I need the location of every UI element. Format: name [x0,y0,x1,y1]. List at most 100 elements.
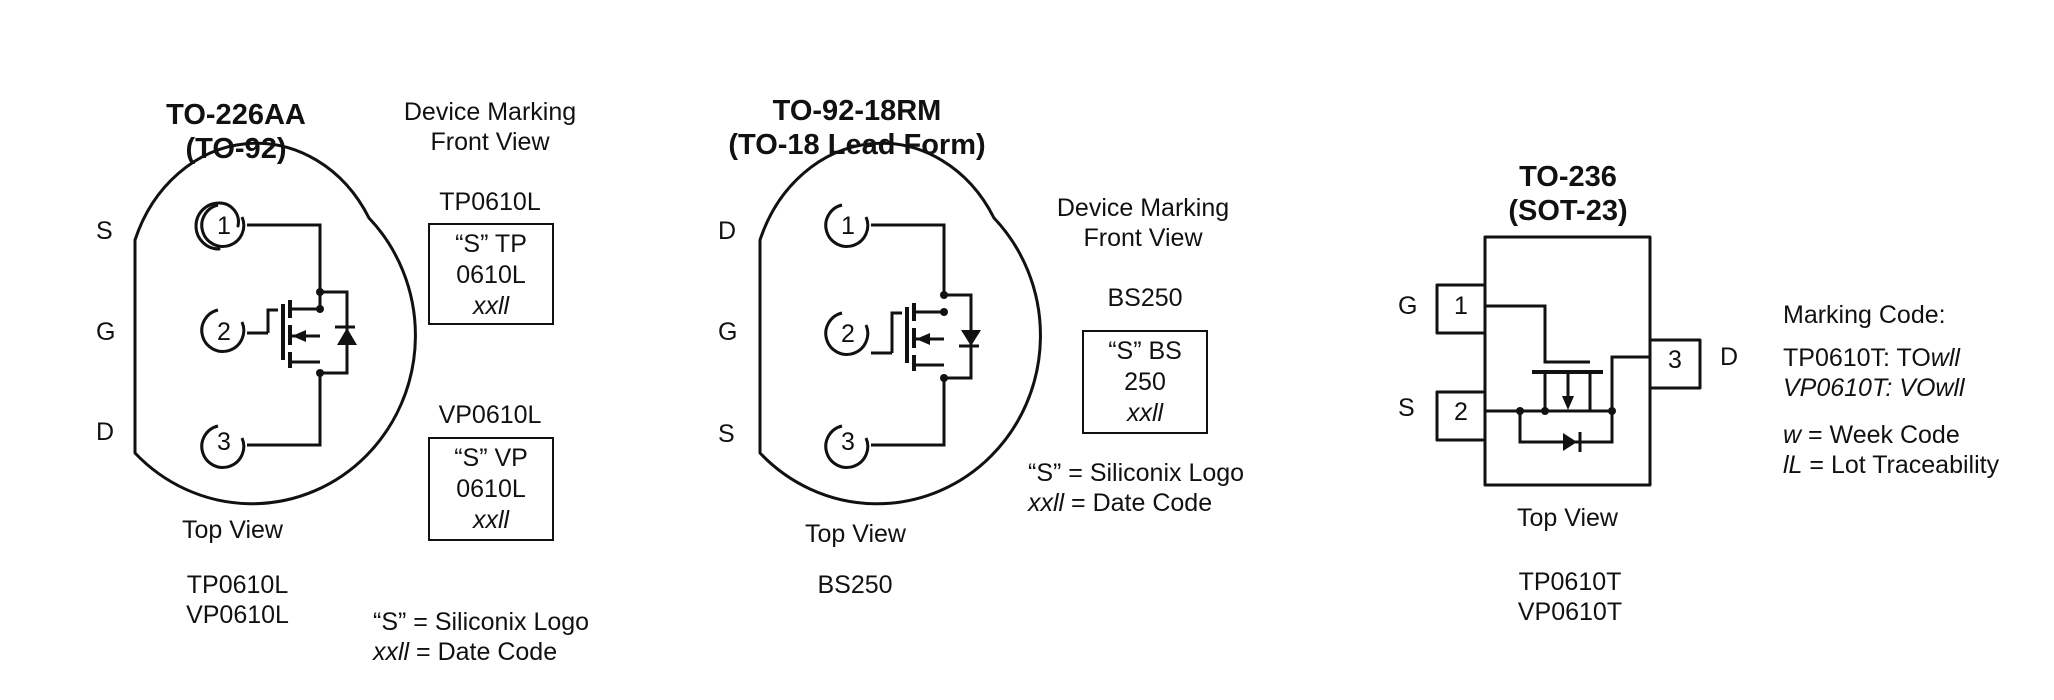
marking2-box-title: BS250 [1107,284,1183,312]
marking2-heading-line1: Device Marking [1056,194,1230,222]
to226-pin3-marker [200,424,246,469]
to226-view-label: Top View [182,516,283,544]
to226-channel-arrow [292,330,306,342]
marking2-legend-date: xxll = Date Code [1028,488,1212,518]
to92-title-line2: (TO-18 Lead Form) [728,129,986,161]
to226-pin1-number: 1 [217,212,231,240]
sot23-channel-arrow [1562,396,1574,410]
marking1-heading: Device Marking Front View [395,97,585,157]
marking1-box1-line2: 0610L [456,261,526,289]
to92-title-line1: TO-92-18RM [772,95,942,127]
to92-pin1-name: D [718,217,737,245]
to226-mosfet-fills [292,288,357,377]
marking2-heading-line2: Front View [1083,224,1203,252]
to226-title: TO-226AA (TO-92) [150,98,322,166]
sot23-title-line1: TO-236 [1519,161,1617,193]
marking1-box2-line3: xxll [472,506,510,534]
to92-pin1-marker [824,203,870,248]
marking3-week-legend: w = Week Code [1783,420,1960,450]
to92-package-outline [758,141,1042,506]
marking3-line1-prefix: TP0610T: TO [1783,344,1931,372]
marking1-box1-title: TP0610L [439,188,541,216]
to226-pin2-marker [200,308,246,353]
to92-channel-arrow [916,333,930,345]
marking1-heading-line2: Front View [430,128,550,156]
sot23-title-line2: (SOT-23) [1508,195,1628,227]
marking2-legend-date-text: = Date Code [1064,489,1213,517]
sot23-pin3-pad [1648,338,1702,390]
sot23-part-1: TP0610T [1518,568,1622,596]
marking3-week-text: = Week Code [1801,421,1960,449]
marking3-week-code: w [1783,421,1802,449]
to226-pin3-number: 3 [217,428,231,456]
marking3-lot-code: lL [1783,451,1803,479]
to92-diode-icon [961,330,981,346]
to226-part-1: TP0610L [186,571,289,599]
to92-mosfet-symbol [871,223,979,447]
marking3-heading: Marking Code: [1783,301,1946,329]
sot23-diode-icon [1563,433,1577,451]
to92-part-1: BS250 [817,571,893,599]
marking1-legend-date-code: xxll [373,638,410,666]
marking1-box2-line1: “S” VP [454,444,528,472]
marking1-legend-logo: “S” = Siliconix Logo [373,608,590,636]
marking3-line2: VP0610T: VOwll [1783,373,1965,403]
to92-pin2-marker [824,311,870,356]
to226-package-outline [133,141,417,506]
marking2-legend-date-code: xxll [1028,489,1065,517]
sot23-pin1-number: 1 [1454,292,1468,320]
to226-title-line1: TO-226AA [166,99,306,131]
marking3-lot-legend: lL = Lot Traceability [1783,450,1999,480]
marking1-box1-line1: “S” TP [455,230,527,258]
to92-pin2-number: 2 [841,320,855,348]
to226-pin3-name: D [96,418,115,446]
to92-mosfet-fills [916,291,981,382]
sot23-package-outline [1435,235,1702,487]
to92-pin3-marker [824,424,870,469]
sot23-pin1-name: G [1398,292,1418,320]
marking2-heading: Device Marking Front View [1048,193,1238,253]
to92-pin3-number: 3 [841,428,855,456]
marking3-line1: TP0610T: TOwll [1783,343,1960,373]
to92-pin1-number: 1 [841,212,855,240]
sot23-view-label: Top View [1517,504,1618,532]
to92-title: TO-92-18RM (TO-18 Lead Form) [717,94,997,162]
marking3-lot-text: = Lot Traceability [1802,451,2000,479]
marking3-line2-prefix: VP0610T: VO [1783,374,1936,402]
sot23-part-2: VP0610T [1517,598,1623,626]
to226-pin2-name: G [96,318,116,346]
marking2-legend-logo: “S” = Siliconix Logo [1028,459,1245,487]
sot23-part-list: TP0610T VP0610T [1505,567,1635,627]
sot23-pin2-number: 2 [1454,398,1468,426]
marking2-box-line2: 250 [1124,368,1166,396]
marking1-box1: “S” TP 0610L xxll [428,223,554,325]
to92-pin2-name: G [718,318,738,346]
marking1-legend-date-text: = Date Code [409,638,558,666]
marking1-box2: “S” VP 0610L xxll [428,437,554,541]
marking1-box2-title: VP0610L [438,401,542,429]
marking3-line1-code: wll [1930,344,1960,372]
marking3-line2-code: wll [1935,374,1965,402]
sot23-pin3-name: D [1720,343,1739,371]
sot23-pin1-pad [1435,283,1487,335]
marking2-box-line1: “S” BS [1108,337,1182,365]
to226-part-list: TP0610L VP0610L [170,570,305,630]
sot23-mosfet-fills [1516,396,1616,451]
sot23-pin2-name: S [1398,394,1415,422]
sot23-pin2-pad [1435,390,1487,442]
marking2-box-line3: xxll [1126,399,1164,427]
to226-part-2: VP0610L [186,601,289,629]
to226-pin2-number: 2 [217,318,231,346]
to92-view-label: Top View [805,520,906,548]
pin-marker-group [200,203,870,469]
to226-diode-icon [337,328,357,345]
to226-pin1-marker [200,203,246,248]
to226-pin1-name: S [96,217,113,245]
marking1-legend-date: xxll = Date Code [373,637,557,667]
sot23-mosfet-symbol [1485,304,1650,452]
marking1-box2-line2: 0610L [456,475,526,503]
to92-pin3-name: S [718,420,735,448]
sot23-pin3-number: 3 [1668,346,1682,374]
marking1-box1-line3: xxll [472,292,510,320]
